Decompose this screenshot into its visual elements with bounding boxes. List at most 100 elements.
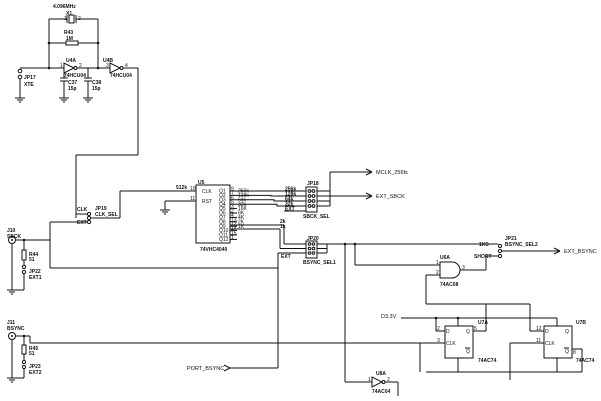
svg-text:2: 2 <box>78 16 81 22</box>
resistor-r44 <box>12 238 27 291</box>
connector-j10 <box>7 222 279 295</box>
jp21-pin-bot: SHORT <box>474 254 492 260</box>
u5-rst-pin: RST <box>202 199 212 205</box>
u5-output-net-label: 32k <box>238 202 247 208</box>
jp23-ref: JP23 <box>29 364 41 370</box>
u4a-part: 74HCU04 <box>64 73 86 79</box>
svg-text:8: 8 <box>573 350 576 356</box>
svg-text:1: 1 <box>60 63 63 69</box>
c37-value: 15p <box>68 86 77 92</box>
u5-output-name: Q1 <box>219 189 226 195</box>
r43-ref: R43 <box>64 30 73 36</box>
u7a-part: 74AC74 <box>478 358 497 364</box>
svg-text:3: 3 <box>437 338 440 344</box>
jp17-label: XTE <box>24 82 34 88</box>
jp21-pin-top: 1KS <box>479 242 489 248</box>
u8a-part: 74AC04 <box>372 389 391 395</box>
connector-j11 <box>7 332 31 383</box>
u5-output-name: Q2 <box>219 193 226 199</box>
inverter-u4b: 3 4 <box>98 62 138 74</box>
u5-output-net-label: 16K <box>238 206 248 212</box>
jp18-input-label: 128k <box>285 191 296 197</box>
u5-output-pin-number: 15 <box>231 231 237 237</box>
jp23-label: EXT2 <box>29 370 42 376</box>
u5-output-name: Q3 <box>219 197 226 203</box>
net-ext-bsync: EXT_BSYNC <box>564 249 597 255</box>
jp21-ref: JP21 <box>505 236 517 242</box>
net-ext-sbck: EXT_SBCK <box>376 194 405 200</box>
svg-text:3: 3 <box>106 63 109 69</box>
net-mclk: MCLK_256fs <box>376 170 408 176</box>
r45-ref: R45 <box>29 346 38 352</box>
u5-output-name: Q9 <box>219 224 226 230</box>
u5-output-name: Q11 <box>219 233 228 239</box>
u5-output-net-label: 64k <box>238 197 247 203</box>
jp18-feed-wire <box>237 194 306 197</box>
r44-ref: R44 <box>29 252 38 258</box>
jp20-label: BSYNC_SEL1 <box>303 260 336 266</box>
svg-text:1: 1 <box>436 260 439 266</box>
jumper-jp19: CLK EXT <box>50 190 196 226</box>
u5-output-net-label: 128k <box>238 193 249 199</box>
svg-text:5: 5 <box>474 326 477 332</box>
resistor-r43 <box>49 40 98 46</box>
port-bsync-wire <box>223 253 279 372</box>
u7b-ref: U7B <box>576 320 586 326</box>
svg-text:D: D <box>545 329 549 335</box>
u5-output-pin-number: 2 <box>231 209 234 215</box>
u7a-ref: U7A <box>478 320 488 326</box>
svg-text:Q: Q <box>565 349 569 355</box>
u5-clk-pin: CLK <box>202 189 212 195</box>
r44-value: 51 <box>29 257 35 263</box>
svg-text:1: 1 <box>64 16 67 22</box>
u5-output-pin-number: 3 <box>231 204 234 210</box>
u4b-ref: U4B <box>103 58 113 64</box>
j11-label: BSYNC <box>7 326 25 332</box>
jp20-in-ext: EXT <box>281 254 291 260</box>
u6a-part: 74AC08 <box>440 282 459 288</box>
flipflop-u7a: D Q CLK Q 2 3 5 <box>436 318 486 366</box>
jp18-input-label: 64k <box>285 196 294 202</box>
u5-output-pin-number: 4 <box>231 213 234 219</box>
svg-text:CLK: CLK <box>545 341 555 347</box>
jp18-input-label: 32k <box>285 201 294 207</box>
jp18-label: SBCK_SEL <box>303 214 330 220</box>
svg-text:2: 2 <box>437 326 440 332</box>
j10-label: SBCK <box>7 234 22 240</box>
jp18-feed-wire <box>237 199 306 202</box>
c38-ref: C38 <box>92 80 101 86</box>
jp20-ref: JP20 <box>307 236 319 242</box>
jp18-input-label: EXT <box>285 206 295 212</box>
svg-text:Q: Q <box>565 329 569 335</box>
u5-part: 74VHC4040 <box>200 247 227 253</box>
jp17-ref: JP17 <box>24 75 36 81</box>
u5-output-name: Q8 <box>219 219 226 225</box>
u5-output-net-label: 256k <box>238 189 249 195</box>
u5-output-name: Q5 <box>219 206 226 212</box>
jp18-ref: JP18 <box>307 181 319 187</box>
svg-text:D: D <box>446 329 450 335</box>
j11-ref: J11 <box>7 320 15 326</box>
r45-value: 51 <box>29 351 35 357</box>
u5-clk-in-label: 512k <box>176 185 187 191</box>
svg-text:4: 4 <box>125 63 128 69</box>
u5-output-name: Q12 <box>219 237 229 243</box>
c37-ref: C37 <box>68 80 77 86</box>
crystal-x1: 1 2 <box>49 14 98 24</box>
u5-output-pin-number: 9 <box>231 187 234 193</box>
jumper-jp17 <box>15 67 40 103</box>
u5-output-name: Q10 <box>219 228 229 234</box>
u5-output-pin-number: 13 <box>231 217 237 223</box>
svg-text:2: 2 <box>436 270 439 276</box>
u5-output-name: Q4 <box>219 202 226 208</box>
svg-text:2: 2 <box>79 63 82 69</box>
svg-text:1: 1 <box>368 377 371 383</box>
jumper-jp21 <box>462 243 561 259</box>
u5-rst-pin-number: 11 <box>190 196 195 202</box>
jp20-in-1k: 1k <box>280 224 286 230</box>
r43-value: 1M <box>66 36 73 42</box>
jp19-clk-pin: CLK <box>77 207 88 213</box>
jp19-ext-pin: EXT <box>77 220 87 226</box>
